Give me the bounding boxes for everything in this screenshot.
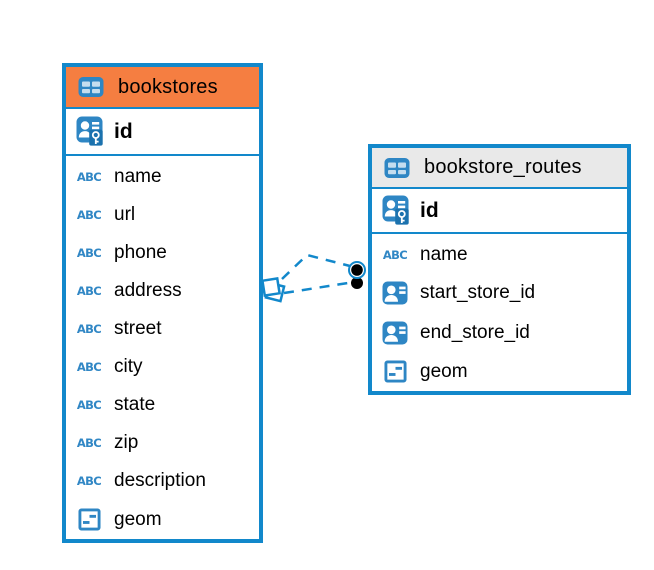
- table-bookstores[interactable]: bookstores id ABC: [62, 63, 263, 543]
- text-type-icon: ABC: [76, 170, 102, 184]
- divider: [66, 107, 259, 109]
- column-row-geom[interactable]: geom: [372, 353, 627, 392]
- column-name: city: [114, 356, 143, 377]
- relationship-line[interactable]: [281, 253, 351, 295]
- geometry-type-icon: [379, 360, 411, 383]
- divider: [372, 232, 627, 234]
- text-type-icon: ABC: [76, 322, 102, 336]
- text-type-icon: ABC: [76, 398, 102, 412]
- column-row-url[interactable]: ABC url: [66, 196, 259, 234]
- table-icon: [381, 157, 413, 179]
- column-name: end_store_id: [420, 321, 530, 343]
- column-name: id: [420, 198, 439, 222]
- column-row-id[interactable]: id: [372, 189, 627, 232]
- table-name: bookstores: [118, 75, 218, 98]
- column-name: phone: [114, 242, 167, 263]
- table-bookstores-header[interactable]: bookstores: [66, 67, 259, 107]
- table-bookstore-routes-header[interactable]: bookstore_routes: [372, 148, 627, 187]
- column-row-state[interactable]: ABC state: [66, 386, 259, 424]
- column-row-name[interactable]: ABC name: [66, 158, 259, 196]
- column-row-description[interactable]: ABC description: [66, 462, 259, 500]
- text-type-icon: ABC: [382, 247, 408, 262]
- column-name: zip: [114, 432, 139, 453]
- column-row-phone[interactable]: ABC phone: [66, 234, 259, 272]
- column-row-address[interactable]: ABC address: [66, 272, 259, 310]
- dot-end-marker[interactable]: [348, 261, 366, 289]
- text-type-icon: ABC: [76, 474, 102, 488]
- column-name: address: [114, 280, 182, 301]
- id-reference-icon: [379, 281, 411, 305]
- table-icon: [75, 76, 107, 98]
- geometry-type-icon: [73, 508, 105, 531]
- column-list: ABC name start_store_id: [372, 234, 627, 391]
- text-type-icon: ABC: [76, 360, 102, 374]
- column-row-geom[interactable]: geom: [66, 500, 259, 539]
- column-name: state: [114, 394, 156, 415]
- text-type-icon: ABC: [76, 246, 102, 260]
- table-bookstore-routes[interactable]: bookstore_routes id ABC: [368, 144, 631, 395]
- column-row-start-store-id[interactable]: start_store_id: [372, 274, 627, 314]
- id-reference-icon: [379, 321, 411, 345]
- column-row-city[interactable]: ABC city: [66, 348, 259, 386]
- column-name: start_store_id: [420, 282, 536, 304]
- column-name: street: [114, 318, 162, 339]
- divider: [66, 154, 259, 156]
- column-name: name: [420, 243, 468, 265]
- column-row-zip[interactable]: ABC zip: [66, 424, 259, 462]
- column-row-name[interactable]: ABC name: [372, 236, 627, 274]
- text-type-icon: ABC: [76, 284, 102, 298]
- column-list: ABC name ABC url ABC phone ABC address A…: [66, 156, 259, 539]
- primary-key-icon: [73, 116, 105, 147]
- column-name: name: [114, 166, 162, 187]
- text-type-icon: ABC: [76, 436, 102, 450]
- column-row-id[interactable]: id: [66, 109, 259, 154]
- divider: [372, 187, 627, 189]
- column-name: url: [114, 204, 136, 225]
- column-name: id: [114, 119, 133, 143]
- column-name: description: [114, 470, 206, 491]
- column-name: geom: [114, 508, 162, 530]
- column-row-street[interactable]: ABC street: [66, 310, 259, 348]
- text-type-icon: ABC: [76, 208, 102, 222]
- column-name: geom: [420, 360, 468, 382]
- table-name: bookstore_routes: [424, 156, 582, 178]
- primary-key-icon: [379, 195, 411, 226]
- column-row-end-store-id[interactable]: end_store_id: [372, 313, 627, 353]
- many-end-marker[interactable]: [260, 276, 286, 303]
